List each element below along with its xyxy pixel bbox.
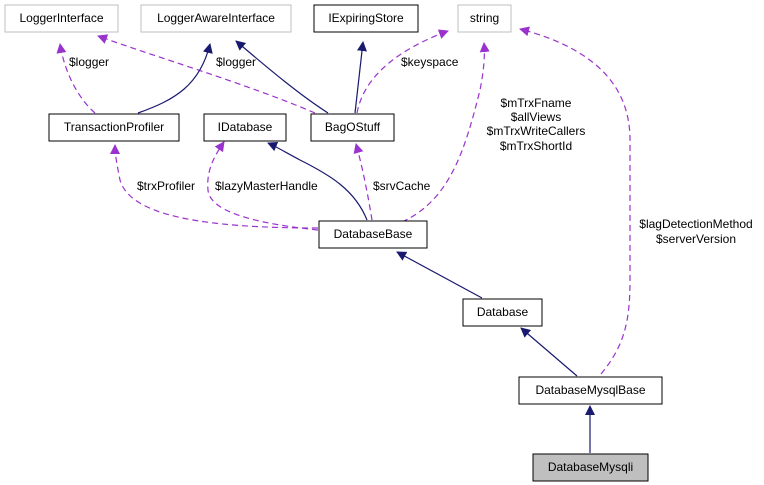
node-label: DatabaseMysqlBase [535, 383, 645, 397]
label-serverversion: $serverVersion [656, 232, 736, 246]
usage-edges [56, 26, 631, 375]
label-bag-logger: $logger [216, 55, 256, 69]
node-databasemysqli[interactable]: DatabaseMysqli [532, 453, 649, 482]
node-label: DatabaseBase [334, 227, 413, 241]
node-idatabase[interactable]: IDatabase [203, 113, 287, 142]
edge-databasebase-bagostuff [353, 143, 373, 221]
edge-bagostuff-string [356, 29, 449, 114]
node-loggerawareinterface[interactable]: LoggerAwareInterface [140, 4, 292, 33]
node-database[interactable]: Database [462, 298, 543, 327]
node-bagostuff[interactable]: BagOStuff [310, 113, 395, 142]
node-label: DatabaseMysqli [548, 460, 633, 474]
edge-database-databasebase [396, 251, 483, 299]
node-label: string [470, 11, 499, 25]
edge-labels: $logger $logger $keyspace $mTrxFname $al… [69, 55, 753, 246]
edge-databasebase-string [401, 42, 490, 223]
label-lagdetectionmethod: $lagDetectionMethod [639, 217, 752, 231]
node-label: IExpiringStore [328, 11, 404, 25]
node-databasebase[interactable]: DatabaseBase [318, 220, 428, 249]
label-mtrxwritecallers: $mTrxWriteCallers [487, 124, 586, 138]
edge-bagostuff-loggerawareinterface [235, 40, 329, 114]
edge-databasemysqlbase-string [519, 26, 631, 375]
label-lazymasterhandle: $lazyMasterHandle [215, 179, 318, 193]
edge-databasemysqlbase-database [520, 327, 578, 377]
node-label: BagOStuff [325, 120, 381, 134]
label-mtrxshortid: $mTrxShortId [500, 139, 572, 153]
inheritance-edges [137, 40, 595, 453]
node-iexpiringstore[interactable]: IExpiringStore [313, 4, 419, 33]
edge-databasebase-idatabase-inh [267, 141, 368, 221]
label-keyspace: $keyspace [401, 55, 459, 69]
label-trxprofiler: $trxProfiler [137, 179, 195, 193]
node-transactionprofiler[interactable]: TransactionProfiler [48, 113, 180, 142]
node-label: TransactionProfiler [64, 120, 164, 134]
label-mtrxfname: $mTrxFname [501, 96, 572, 110]
label-allviews: $allViews [511, 110, 561, 124]
node-label: LoggerInterface [19, 11, 103, 25]
edge-bagostuff-loggerinterface [97, 34, 316, 114]
edge-transactionprofiler-loggerawareinterface [137, 43, 213, 114]
node-databasemysqlbase[interactable]: DatabaseMysqlBase [518, 376, 663, 405]
label-srvcache: $srvCache [373, 179, 431, 193]
node-label: LoggerAwareInterface [157, 11, 275, 25]
node-label: IDatabase [218, 120, 273, 134]
edge-bagostuff-iexpiringstore [354, 41, 367, 114]
edge-transactionprofiler-loggerinterface [56, 43, 96, 114]
edge-databasebase-transactionprofiler [110, 144, 319, 229]
node-loggerinterface[interactable]: LoggerInterface [4, 4, 119, 33]
label-tp-logger: $logger [69, 55, 109, 69]
node-label: Database [477, 305, 529, 319]
node-string[interactable]: string [457, 4, 512, 33]
